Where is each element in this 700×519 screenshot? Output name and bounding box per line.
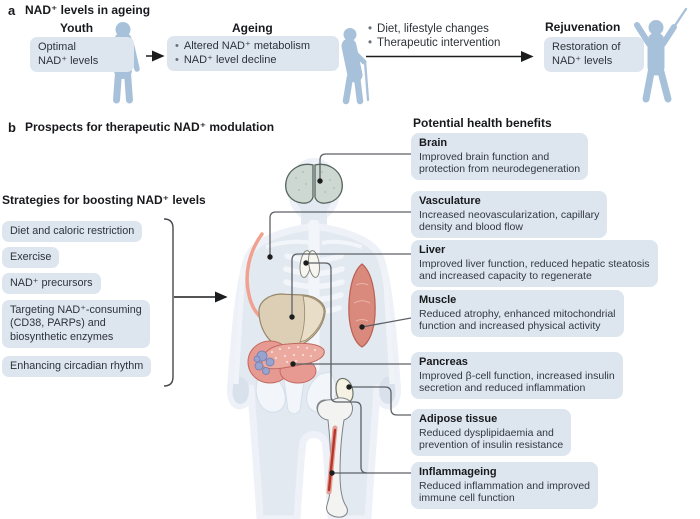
strategy-line: Diet and caloric restriction [10,224,135,237]
femur-bone-organ [316,397,353,518]
arm-bone-right [382,267,395,385]
benefit-box-muscle: Muscle Reduced atrophy, enhanced mitocho… [411,290,624,338]
benefit-box-adipose-tissue: Adipose tissue Reduced dysplipidaemia an… [411,409,572,457]
rejuvenation-box-line: NAD⁺ levels [552,54,613,67]
strategy-box-circadian: Enhancing circadian rhythm [2,356,152,377]
strategy-line: Enhancing circadian rhythm [10,359,144,372]
stage-heading-youth: Youth [60,21,94,35]
transition-bullet: Therapeutic intervention [368,37,500,51]
brain-organ [285,163,343,204]
benefit-organ: Brain [419,137,448,149]
strategy-line: NAD⁺ precursors [10,276,93,289]
transition-bullet: Diet, lifestyle changes [368,23,500,37]
islets-cluster [253,350,275,375]
stage-heading-ageing: Ageing [232,21,273,35]
pancreas-organ [247,340,325,384]
benefit-text: Increased neovascularization, capillary [419,208,600,221]
strategies-bracket [163,218,174,387]
leader-vasculature [269,211,411,257]
artery-organ [245,232,265,321]
benefit-text: immune cell function [419,491,515,504]
connector-leaders [269,153,412,474]
strategies-heading: Strategies for boosting NAD⁺ levels [2,193,206,207]
transition-bullets: Diet, lifestyle changes Therapeutic inte… [368,23,500,50]
panel-a-title: NAD⁺ levels in ageing [25,3,151,17]
leader-adipose [349,386,411,416]
clavicle-right [321,239,363,249]
youth-box-line: NAD⁺ levels [38,54,99,67]
benefit-organ: Inflammageing [419,466,497,478]
skeleton-hints [233,220,395,415]
benefit-text: Improved β-cell function, increased insu… [419,369,615,382]
youth-box-line: Optimal [38,41,76,53]
benefit-organ: Pancreas [419,356,468,368]
strategy-box-targeting-enzymes: Targeting NAD⁺-consuming (CD38, PARPs) a… [2,300,150,348]
panel-b-label: b [8,120,16,135]
rejuvenated-person-silhouette [634,7,688,103]
bone-marrow [327,428,337,492]
benefit-organ: Muscle [419,294,457,306]
leader-brain [319,153,411,181]
benefit-text: Improved liver function, reduced hepatic… [419,257,650,270]
benefit-text: function and increased physical activity [419,319,601,332]
ageing-box: Altered NAD⁺ metabolism NAD⁺ level decli… [167,36,339,71]
leader-muscle [361,317,412,328]
connector-dots [267,178,365,476]
strategy-line: biosynthetic enzymes [10,330,114,343]
benefit-box-brain: Brain Improved brain function and protec… [411,133,589,181]
youth-box: Optimal NAD⁺ levels [30,37,134,72]
benefit-text: Improved brain function and [419,150,550,163]
ageing-bullet: Altered NAD⁺ metabolism [175,40,331,54]
benefit-text: Reduced inflammation and improved [419,479,591,492]
leader-thymus-inflammageing [306,262,368,474]
strategy-line: Targeting NAD⁺-consuming [10,303,142,316]
benefit-box-inflammageing: Inflammageing Reduced inflammation and i… [411,462,599,510]
panel-b-title: Prospects for therapeutic NAD⁺ modulatio… [25,120,275,134]
muscle-striations [353,283,371,322]
rejuvenation-box: Restoration of NAD⁺ levels [544,37,644,72]
liver-organ [258,293,326,349]
raised-cane [670,7,688,32]
benefit-box-vasculature: Vasculature Increased neovascularization… [411,191,608,239]
ageing-bullet: NAD⁺ level decline [175,54,331,68]
strategy-box-diet: Diet and caloric restriction [2,221,143,242]
arm-bone-left [233,267,246,385]
brain-texture [295,171,335,193]
benefit-text: prevention of insulin resistance [419,438,564,451]
benefit-text: Reduced atrophy, enhanced mitochondrial [419,307,616,320]
stage-heading-rejuvenation: Rejuvenation [545,20,621,34]
benefit-box-pancreas: Pancreas Improved β-cell function, incre… [411,352,623,400]
strategy-box-precursors: NAD⁺ precursors [2,273,101,294]
benefit-text: density and blood flow [419,220,523,233]
benefit-organ: Liver [419,244,446,256]
benefits-heading: Potential health benefits [413,116,552,130]
strategy-line: (CD38, PARPs) and [10,317,106,329]
benefit-text: protection from neurodegeneration [419,162,581,175]
benefit-box-liver: Liver Improved liver function, reduced h… [411,240,658,288]
aged-person-silhouette [341,28,370,105]
benefit-organ: Vasculature [419,195,481,207]
leader-liver [291,253,411,317]
benefit-organ: Adipose tissue [419,413,498,425]
benefit-text: secretion and reduced inflammation [419,381,586,394]
benefit-text: and increased capacity to regenerate [419,269,592,282]
cane [363,59,370,102]
strategy-box-exercise: Exercise [2,247,60,268]
strategy-line: Exercise [10,250,52,263]
panel-a-label: a [8,3,16,18]
benefit-text: Reduced dysplipidaemia and [419,426,554,439]
rejuvenation-box-line: Restoration of [552,41,621,53]
